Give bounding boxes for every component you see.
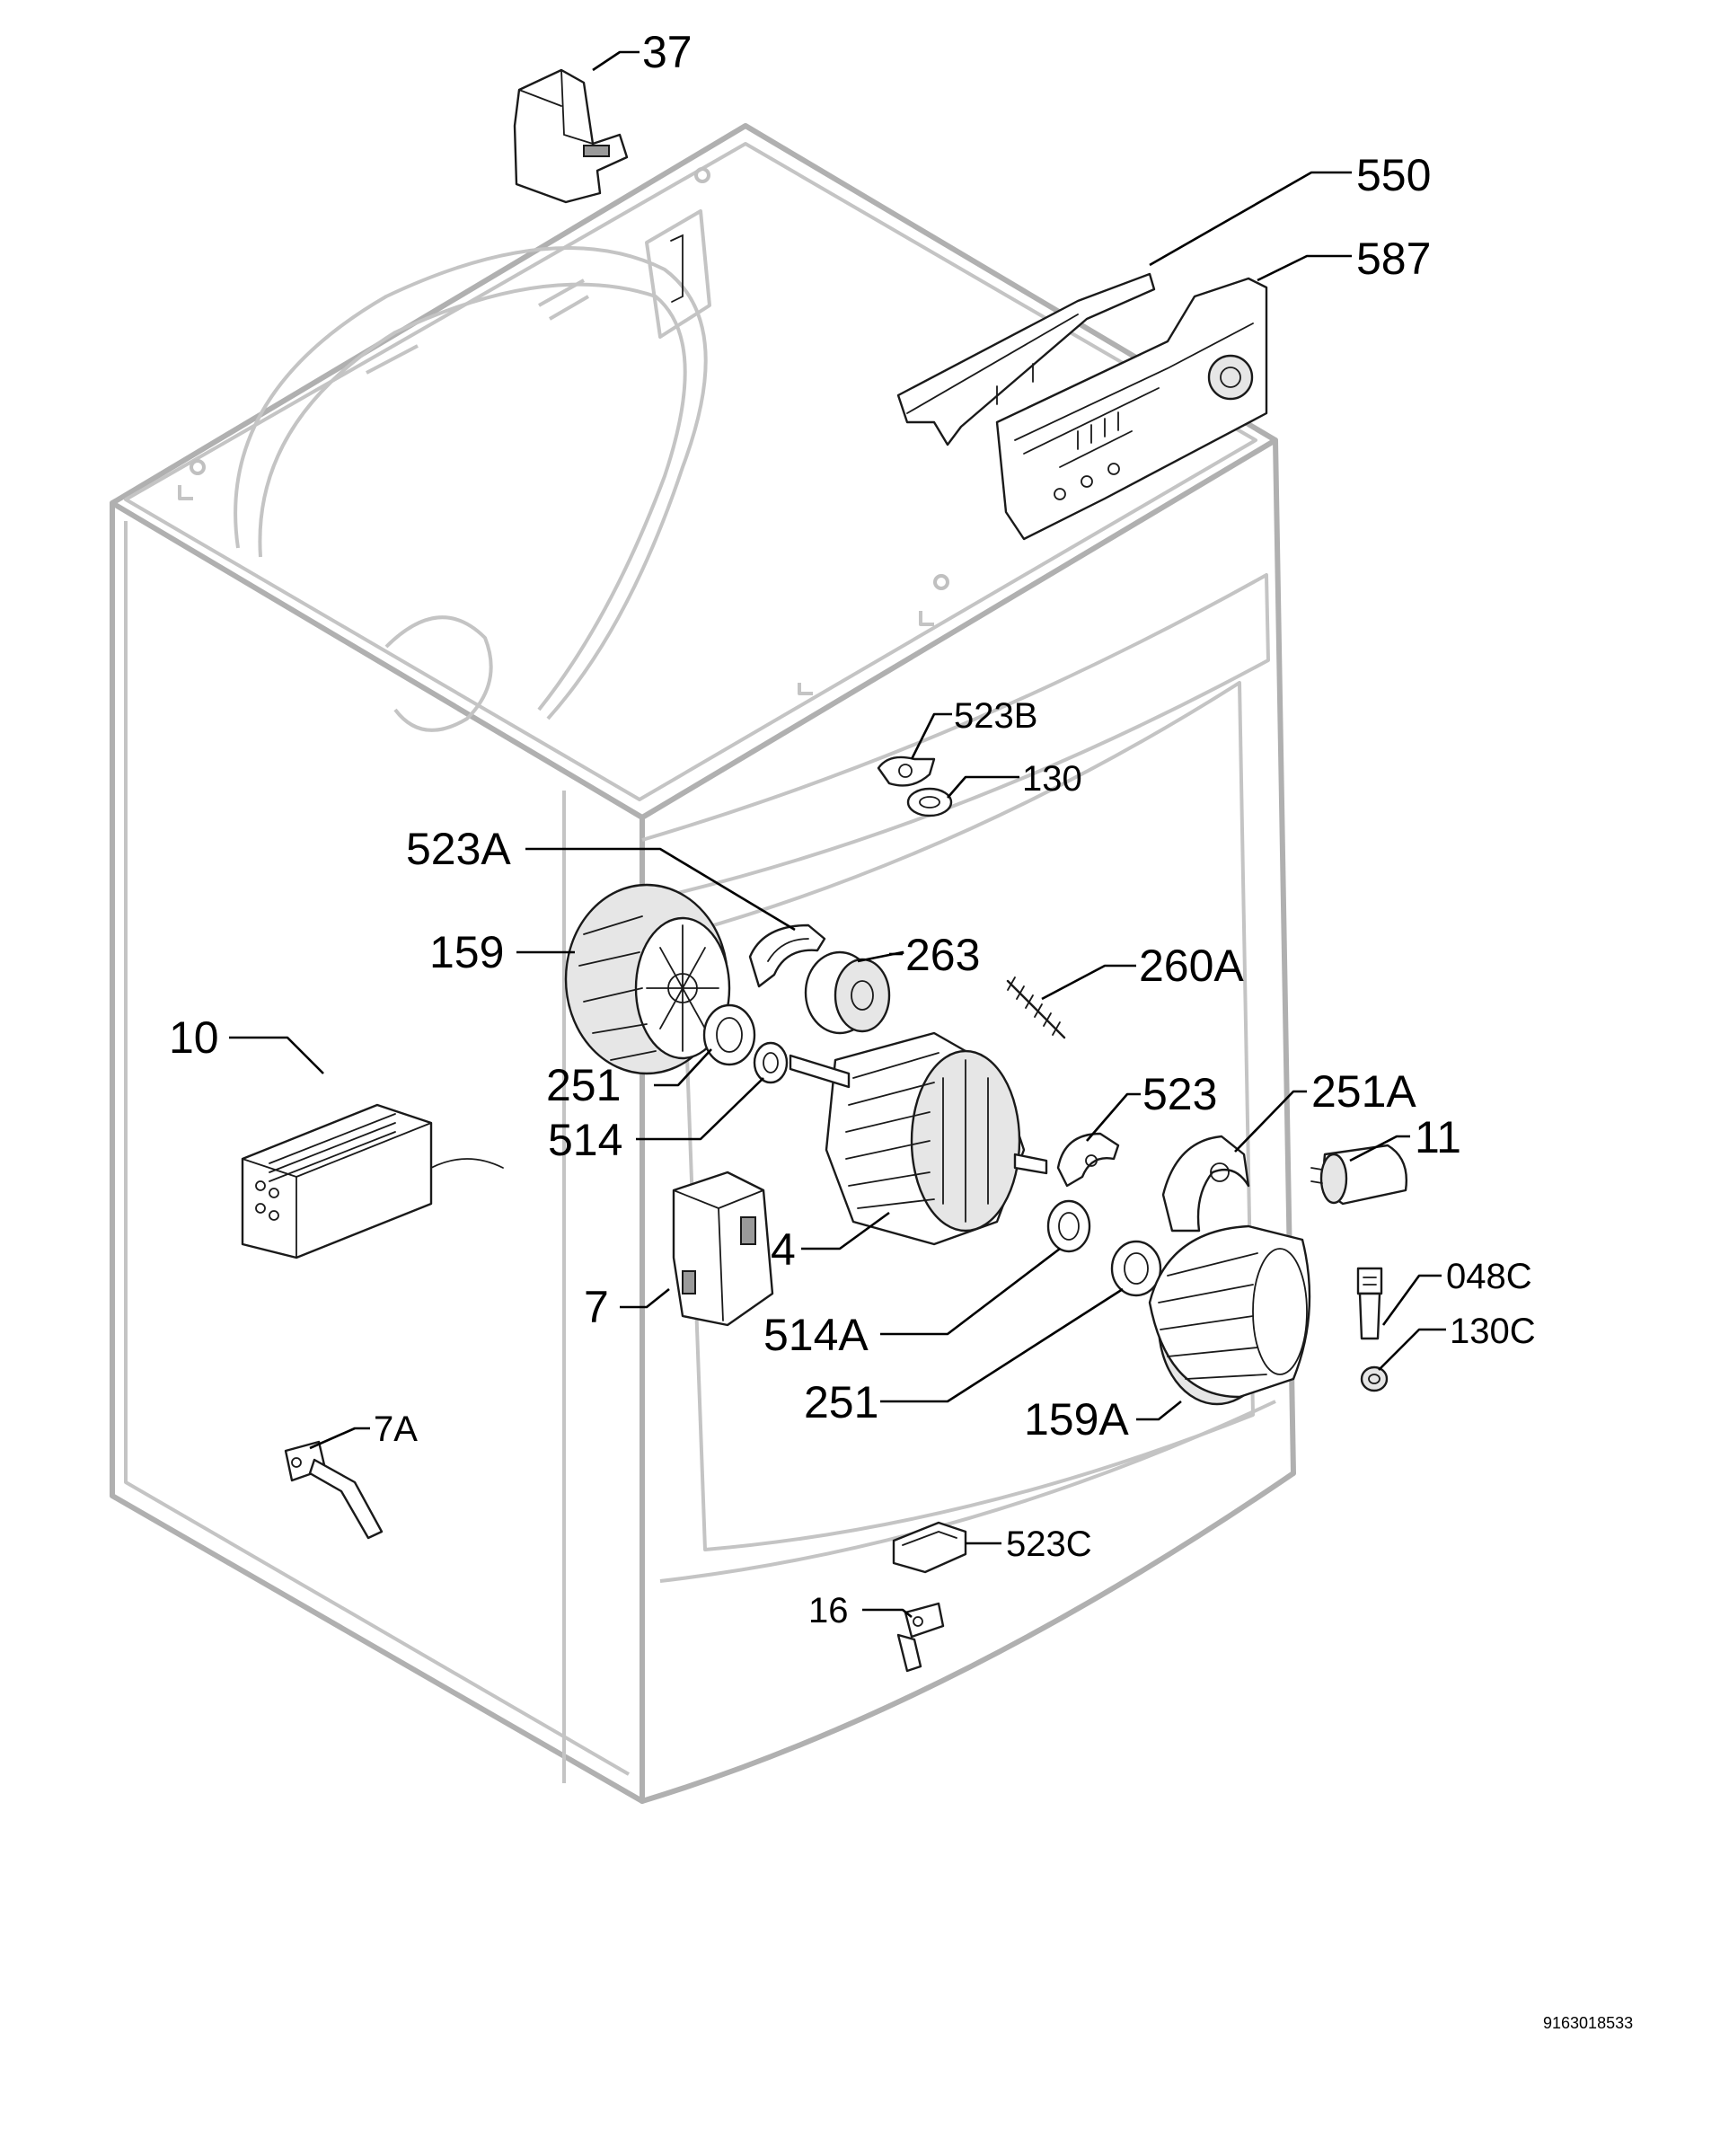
label-251-bottom: 251 <box>804 1377 878 1427</box>
label-523B: 523B <box>954 696 1037 736</box>
label-7A: 7A <box>374 1409 418 1449</box>
label-263: 263 <box>905 930 980 980</box>
label-16: 16 <box>808 1591 849 1630</box>
part-251-bearing-bottom <box>1110 1240 1162 1297</box>
part-11-capacitor <box>1310 1144 1407 1206</box>
part-523C-clip <box>892 1521 967 1574</box>
label-251-top: 251 <box>546 1060 621 1110</box>
part-7-switch-block <box>672 1171 774 1327</box>
part-7A-micro-switch <box>284 1440 384 1540</box>
label-130: 130 <box>1022 759 1082 799</box>
label-514: 514 <box>548 1115 622 1165</box>
label-159A: 159A <box>1024 1394 1129 1445</box>
label-10: 10 <box>169 1012 219 1063</box>
label-130C: 130C <box>1450 1312 1536 1351</box>
part-251-bearing-top <box>702 1003 756 1066</box>
part-4-motor <box>789 1031 1048 1246</box>
part-263-pulley <box>804 950 891 1035</box>
label-4: 4 <box>771 1224 796 1275</box>
part-514A-seal <box>1046 1199 1091 1253</box>
label-11: 11 <box>1415 1112 1461 1162</box>
label-7: 7 <box>584 1282 609 1332</box>
leader-lines <box>229 50 1446 1619</box>
part-550-cover <box>896 272 1156 446</box>
part-251A-fan-housing <box>1161 1135 1250 1233</box>
label-37: 37 <box>642 27 692 77</box>
label-587: 587 <box>1356 234 1431 284</box>
label-523: 523 <box>1142 1069 1217 1119</box>
cabinet-housing <box>110 123 1296 1804</box>
part-514-seal <box>753 1041 789 1084</box>
label-550: 550 <box>1356 150 1431 200</box>
part-523A-bracket <box>748 923 826 988</box>
drawing-number: 9163018533 <box>1543 2014 1633 2032</box>
label-523A: 523A <box>406 824 511 874</box>
label-260A: 260A <box>1139 941 1244 991</box>
label-514A: 514A <box>763 1310 869 1360</box>
label-251A: 251A <box>1311 1066 1416 1117</box>
label-523C: 523C <box>1006 1524 1092 1564</box>
part-523B-clamp <box>877 755 936 787</box>
part-260A-spring <box>1006 976 1066 1039</box>
part-048C-sensor <box>1356 1267 1383 1340</box>
part-10-heater <box>241 1103 504 1259</box>
part-159A-blower-wheel <box>1148 1224 1311 1406</box>
part-labels: 37 550 587 523B 130 523A 159 263 260A 10… <box>169 27 1633 2032</box>
part-587-control-board <box>995 277 1268 541</box>
part-523-bracket <box>1056 1132 1120 1188</box>
label-048C: 048C <box>1446 1257 1532 1296</box>
label-159: 159 <box>429 927 504 977</box>
part-37-door-lock <box>513 68 629 204</box>
part-16-micro-switch <box>896 1602 945 1673</box>
part-130C-nut <box>1360 1365 1389 1392</box>
part-130-washer <box>906 787 953 817</box>
